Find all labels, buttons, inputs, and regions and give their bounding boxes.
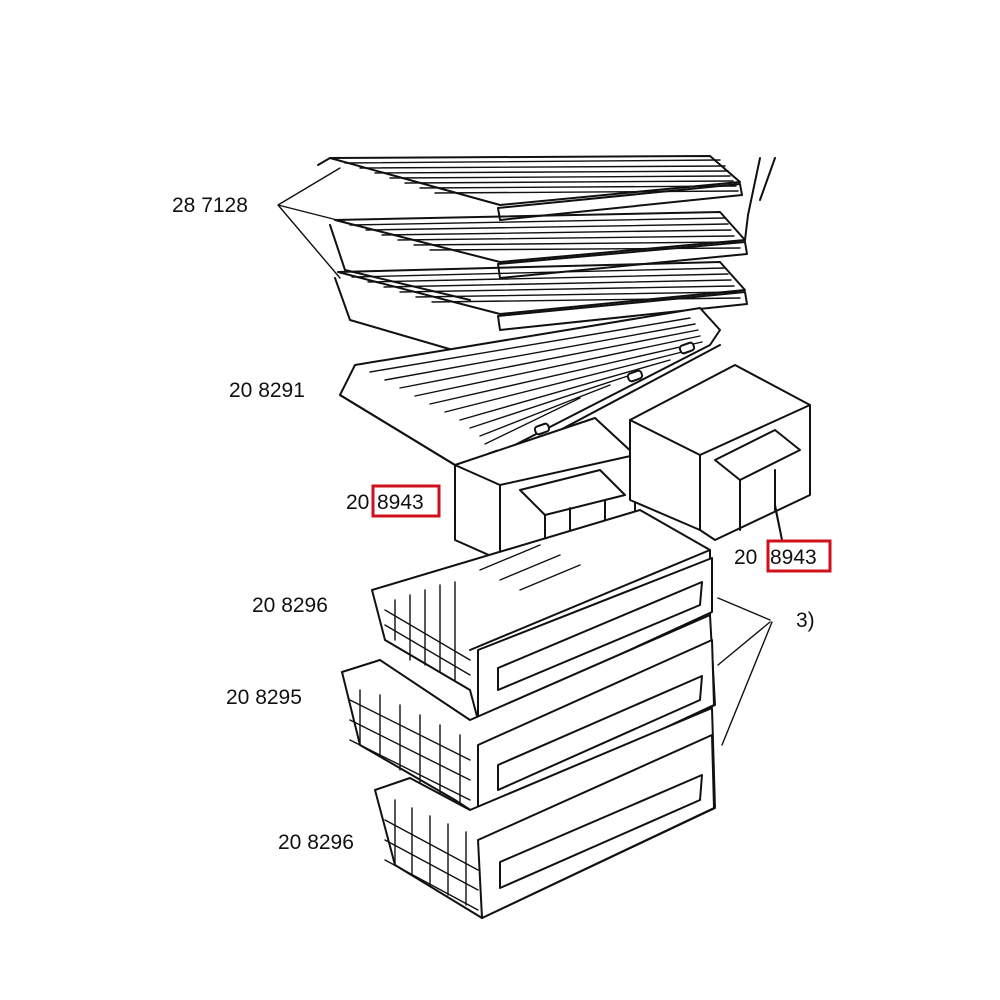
wire-shelf-1	[317, 155, 743, 221]
wire-shelves	[317, 155, 776, 356]
label-drawer-bottom: 20 8296	[278, 831, 354, 854]
wire-shelf-3	[334, 261, 748, 356]
label-wire-shelves: 28 7128	[172, 194, 248, 217]
drawer-middle	[341, 614, 716, 816]
bin-right	[629, 364, 811, 541]
leader-lines	[277, 167, 783, 746]
label-bin-left-prefix: 20	[346, 491, 369, 514]
label-drawer-top: 20 8296	[252, 594, 328, 617]
drawer-bottom	[374, 707, 716, 919]
label-drawer-middle: 20 8295	[226, 686, 302, 709]
label-bin-left-code: 8943	[377, 491, 424, 514]
label-bin-right-prefix: 20	[734, 546, 757, 569]
drawer-top	[371, 509, 713, 721]
label-glass-shelf: 20 8291	[229, 379, 305, 402]
label-note: 3)	[796, 609, 815, 632]
highlight-box-right	[766, 539, 832, 573]
highlight-box-left	[371, 484, 441, 518]
label-bin-right-code: 8943	[770, 546, 817, 569]
